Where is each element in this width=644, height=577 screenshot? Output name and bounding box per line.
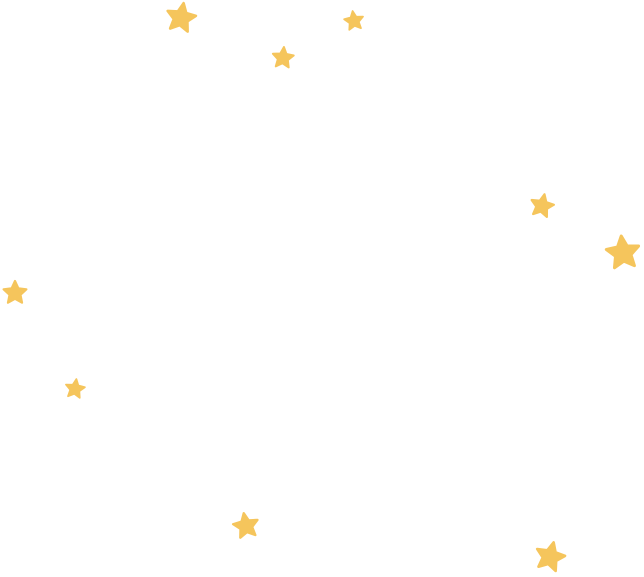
star-icon [604, 234, 641, 270]
star-icon [343, 10, 364, 31]
star-icon [271, 46, 295, 69]
star-icon [166, 1, 198, 33]
star-icon [535, 541, 567, 573]
star-icon [65, 378, 86, 399]
star-icon [2, 279, 28, 304]
star-icon [231, 512, 259, 539]
star-icon [530, 193, 556, 219]
